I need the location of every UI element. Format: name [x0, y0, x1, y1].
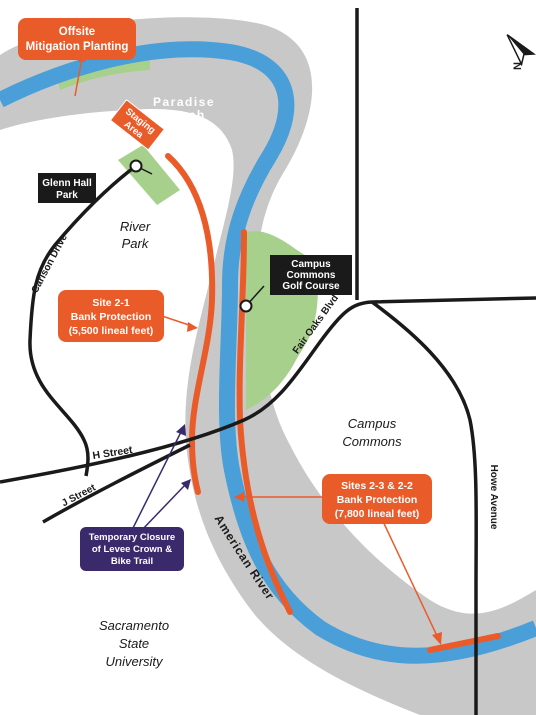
closure-line1: Temporary Closure: [89, 532, 175, 543]
campus-commons-line2: Commons: [342, 434, 402, 449]
site-2-1-callout-box: [58, 290, 164, 342]
closure-line2: of Levee Crown &: [92, 544, 172, 555]
american-river: [0, 41, 536, 664]
closure-line3: Bike Trail: [111, 556, 153, 567]
carlson-drive: [28, 164, 138, 477]
golf-line1: Campus: [291, 259, 331, 270]
golf-line2: Commons: [287, 270, 336, 281]
golf-course-callout-box: [270, 255, 352, 295]
sac-state-line1: Sacramento: [99, 618, 169, 633]
site23-line3: (7,800 lineal feet): [335, 508, 420, 520]
howe-avenue-label: Howe Avenue: [488, 465, 499, 530]
site-2-3-callout-box: [322, 474, 432, 524]
arrows: [74, 52, 442, 645]
offsite-callout-box: [18, 18, 136, 60]
sac-state-line2: State: [119, 636, 149, 651]
glenn-hall-line2: Park: [56, 190, 78, 201]
howe-avenue-road: [370, 300, 478, 715]
north-label: N: [512, 62, 524, 70]
paradise-label-line1: Paradise: [153, 95, 215, 109]
campus-commons-line1: Campus: [348, 416, 397, 431]
fair-oaks-blvd-road: [0, 296, 536, 484]
glenn-hall-park-dot: [129, 159, 143, 173]
offsite-callout-line2: Mitigation Planting: [26, 41, 129, 53]
site21-line1: Site 2-1: [92, 297, 130, 309]
river-park-line1: River: [120, 219, 151, 234]
site-2-1-bank-line: [165, 153, 216, 495]
golf-line3: Golf Course: [282, 281, 340, 292]
site23-line2: Bank Protection: [337, 494, 418, 506]
carlson-drive-label: Carlson Drive: [30, 232, 70, 295]
j-street-road: [42, 443, 191, 524]
site21-line2: Bank Protection: [71, 311, 152, 323]
closure-callout-box: [80, 527, 184, 571]
roads: [0, 8, 536, 715]
sac-state-line3: University: [105, 654, 164, 669]
glenn-hall-park-area: [118, 145, 180, 205]
glenn-hall-line1: Glenn Hall: [42, 178, 92, 189]
offsite-callout-line1: Offsite: [59, 26, 95, 38]
glenn-hall-callout-box: [38, 173, 96, 203]
site23-line1: Sites 2-3 & 2-2: [341, 480, 413, 492]
north-arrow: [506, 34, 536, 67]
golf-course-dot: [239, 299, 253, 313]
paradise-label-line2: Beach: [162, 108, 206, 122]
river-park-line2: Park: [122, 236, 150, 251]
site21-line3: (5,500 lineal feet): [69, 325, 154, 337]
site-2-2-bank-line: [427, 633, 501, 653]
